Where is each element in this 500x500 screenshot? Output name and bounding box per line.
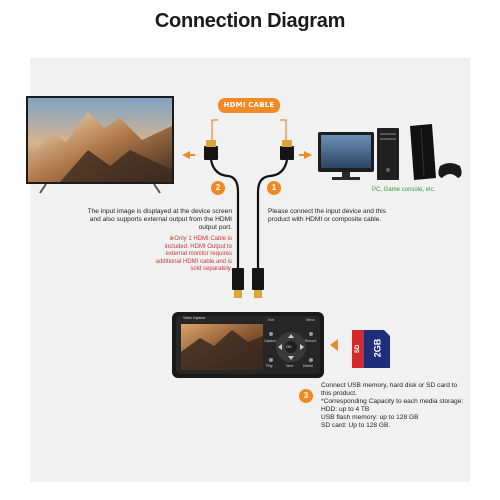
pc-illustration <box>318 128 399 180</box>
device-brand: Video Capture <box>183 316 206 320</box>
step-2-badge: 2 <box>211 181 225 195</box>
storage-line-4: HDD: up to 4 TB <box>321 406 370 413</box>
pc-label: PC, Game console, etc. <box>372 187 436 193</box>
arrow-to-pc-icon <box>304 151 312 159</box>
device-button-menu: Menu <box>306 318 315 322</box>
tv-description: The input image is displayed at the devi… <box>87 208 232 231</box>
device-button-capture: Capture <box>264 339 277 343</box>
device-button-exit: Exit <box>268 318 274 322</box>
input-description: Please connect the input device and this… <box>268 208 387 223</box>
device-button-delete: Delete <box>303 364 314 368</box>
direction-arrows <box>182 151 338 351</box>
console-illustration <box>410 124 462 180</box>
sd-card-illustration <box>352 330 390 368</box>
device-ok-button: OK <box>286 344 292 349</box>
arrow-to-tv-tail-icon <box>190 154 195 156</box>
page-title: Connection Diagram <box>154 10 346 32</box>
hdmi-cables <box>209 159 289 268</box>
storage-line-2: this product. <box>321 390 357 397</box>
hdmi-plugs <box>204 140 294 298</box>
device-button-play: Play <box>266 364 273 368</box>
storage-line-6: SD card: Up to 128 GB. <box>321 422 391 429</box>
cable-bracket <box>211 119 287 140</box>
storage-description: Connect USB memory, hard disk or SD card… <box>321 382 471 430</box>
step-1-badge: 1 <box>267 181 281 195</box>
storage-line-1: Connect USB memory, hard disk or SD card… <box>321 382 458 389</box>
storage-line-3: *Corresponding Capacity to each media st… <box>321 398 464 405</box>
arrow-from-sd-icon <box>330 339 338 351</box>
sd-card-label: SD <box>355 344 362 354</box>
step-3-badge: 3 <box>299 389 313 403</box>
hdmi-cable-label: HDMI CABLE <box>218 98 280 113</box>
arrow-to-pc-tail-icon <box>299 154 304 156</box>
device-button-next: Next <box>286 364 294 368</box>
tv-illustration <box>26 96 174 194</box>
storage-line-5: USB flash memory: up to 128 GB <box>321 414 419 421</box>
capture-device <box>172 312 324 378</box>
hdmi-note: ※Only 1 HDMI Cable is included. HDMI Out… <box>155 236 232 272</box>
sd-card-capacity: 2GB <box>372 338 383 358</box>
device-button-record: Record <box>305 339 317 343</box>
arrow-to-tv-icon <box>182 151 190 159</box>
